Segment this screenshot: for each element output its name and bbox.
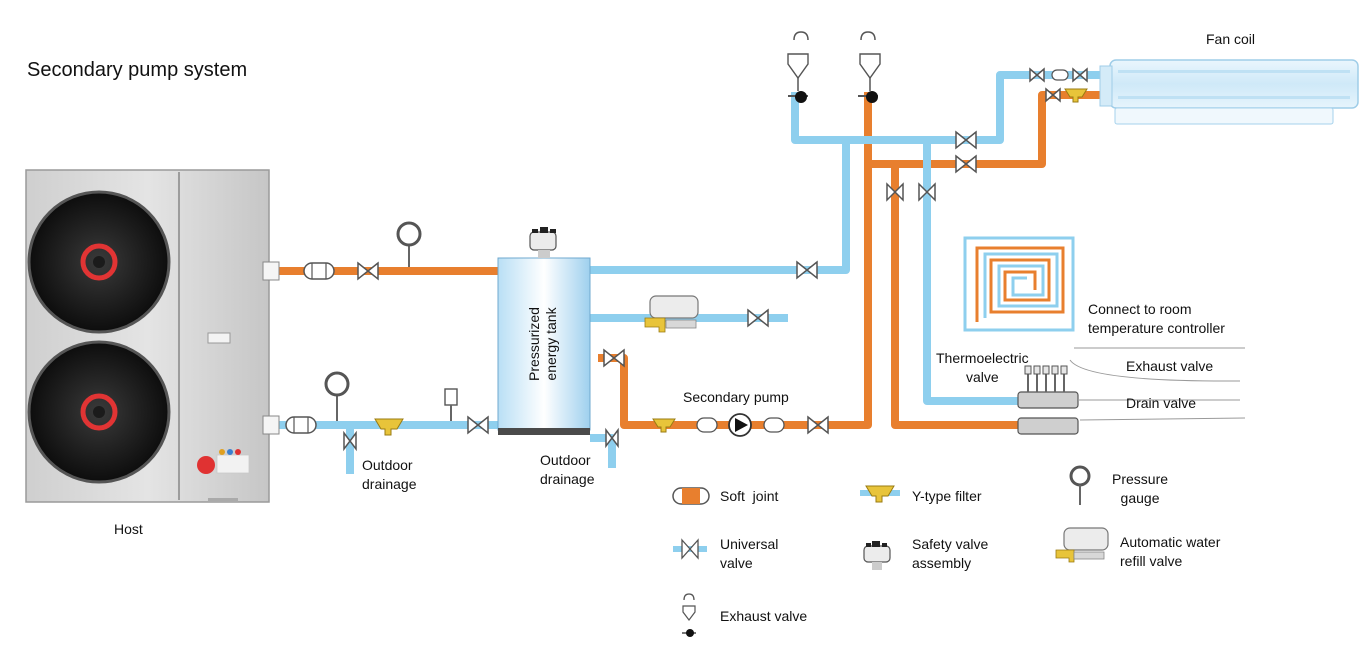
- safety-valve-assembly: [529, 227, 557, 258]
- tank-label-wrap: Pressurized energy tank: [496, 258, 590, 430]
- legend-universal-valve-icon: [673, 538, 707, 560]
- soft-joint: [303, 262, 335, 280]
- host-label: Host: [114, 521, 143, 537]
- legend-auto-refill-icon: [1055, 527, 1109, 563]
- y-type-filter: [652, 418, 676, 433]
- secondary-pump-label: Secondary pump: [683, 389, 789, 405]
- host-fan-bottom: [27, 340, 171, 484]
- legend-y-filter-label: Y-type filter: [912, 488, 982, 504]
- manifold-exhaust-valve-label: Exhaust valve: [1126, 358, 1214, 374]
- relief-post: [444, 388, 458, 421]
- legend-pressure-gauge-icon: [1069, 465, 1091, 505]
- legend-soft-joint-label: Soft joint: [720, 488, 779, 504]
- legend-safety-valve-label: Safety valve assembly: [912, 536, 989, 571]
- diagram-title: Secondary pump system: [27, 59, 248, 81]
- legend-exhaust-valve-icon: [682, 593, 696, 637]
- soft-joint: [285, 416, 317, 434]
- manifold: [1017, 347, 1246, 435]
- host-unit: [25, 169, 270, 503]
- legend-exhaust-valve-label: Exhaust valve: [720, 608, 808, 624]
- drain-valve-label: Drain valve: [1126, 395, 1197, 411]
- auto-refill-valve: [644, 295, 699, 333]
- fan-coil-label: Fan coil: [1206, 31, 1256, 47]
- secondary-pump: [696, 413, 785, 437]
- legend-y-filter-icon: [860, 485, 900, 503]
- universal-valve: [343, 67, 1088, 452]
- legend-soft-joint-icon: [672, 487, 710, 505]
- host-logo: [197, 449, 250, 474]
- pressurized-energy-tank: [497, 257, 591, 435]
- exhaust-valve: [858, 31, 881, 103]
- outdoor-drainage-label: Outdoor drainage: [540, 452, 595, 487]
- y-type-filter: [1064, 88, 1088, 103]
- legend-pressure-gauge-label: Pressure gauge: [1112, 471, 1169, 506]
- y-type-filter: [374, 418, 404, 436]
- floor-heating-coil: [963, 236, 1075, 332]
- thermoelectric-valve-label: Thermoelectric valve: [936, 350, 1029, 385]
- connect-controller-label: Connect to room temperature controller: [1088, 301, 1225, 336]
- legend-safety-valve-icon: [863, 541, 891, 570]
- exhaust-valve: [787, 31, 809, 103]
- legend-universal-valve-label: Universal valve: [720, 536, 779, 571]
- tank-label: Pressurized energy tank: [525, 307, 559, 381]
- legend-auto-refill-label: Automatic water refill valve: [1120, 534, 1221, 569]
- fan-coil-unit: [1099, 59, 1359, 125]
- pressure-gauge: [324, 371, 350, 421]
- outdoor-drainage-label: Outdoor drainage: [362, 457, 417, 492]
- host-fan-top: [27, 190, 171, 334]
- pressure-gauge: [396, 221, 422, 267]
